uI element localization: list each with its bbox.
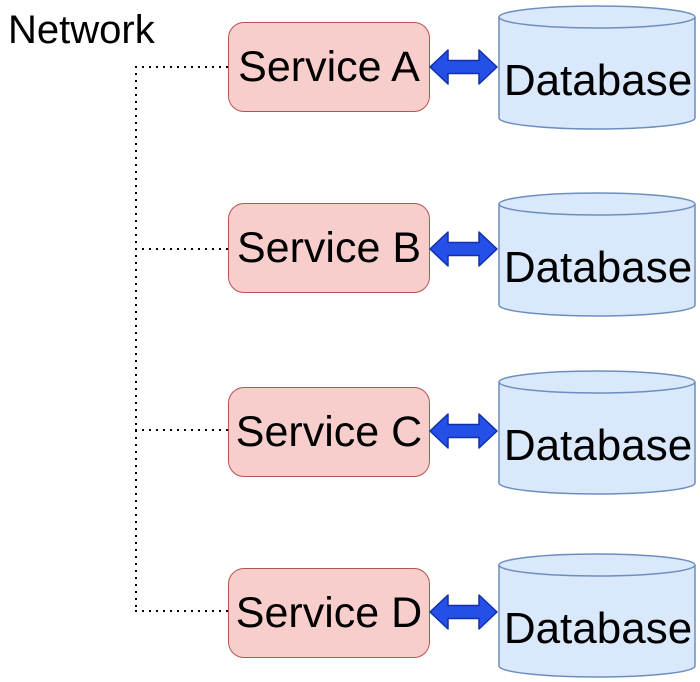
cylinder-shape-icon [498,370,696,495]
service-label: Service B [236,223,421,272]
network-branch-line [135,248,228,250]
network-label: Network [8,8,155,52]
database-label: Database [503,421,693,470]
cylinder-shape-icon [498,553,696,678]
database-cylinder: Database [498,5,696,130]
database-label: Database [503,604,693,653]
bidirectional-arrow-icon [429,413,498,449]
database-cylinder: Database [498,192,696,317]
service-label: Service D [235,588,423,637]
service-box-a: Service A [228,22,430,112]
bidirectional-arrow-icon [429,231,498,267]
network-branch-line [135,610,228,612]
database-cylinder: Database [498,553,696,678]
bidirectional-arrow-icon [429,49,498,85]
service-box-b: Service B [228,203,430,293]
bidirectional-arrow-icon [429,594,498,630]
cylinder-shape-icon [498,5,696,130]
database-label: Database [503,56,693,105]
network-branch-line [135,429,228,431]
service-box-d: Service D [228,568,430,658]
service-label: Service C [235,407,423,456]
database-label: Database [503,243,693,292]
service-box-c: Service C [228,387,430,477]
network-branch-line [135,66,228,68]
service-label: Service A [238,42,420,91]
database-cylinder: Database [498,370,696,495]
cylinder-shape-icon [498,192,696,317]
network-trunk-line [135,66,137,612]
